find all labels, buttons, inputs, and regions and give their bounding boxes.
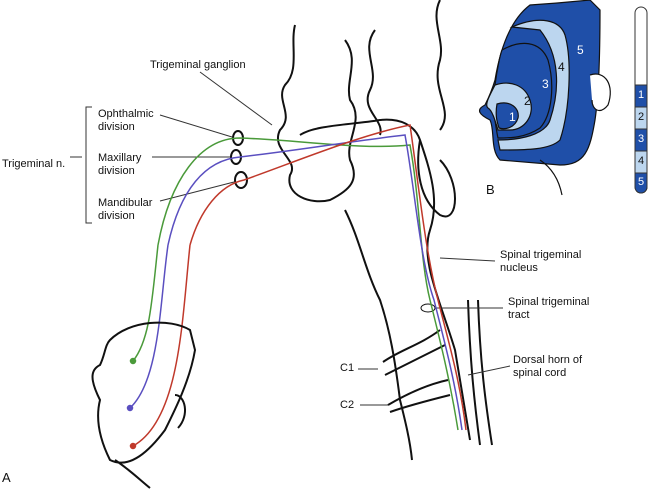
ophthalmic-pathway [129, 137, 459, 431]
label-trigeminal-ganglion: Trigeminal ganglion [150, 59, 246, 71]
label-trigeminal-nerve: Trigeminal n. [2, 158, 66, 170]
face-b-zones [478, 0, 611, 196]
scale-label-4: 4 [638, 155, 645, 167]
zone-label-5: 5 [577, 43, 584, 57]
label-c1: C1 [340, 362, 355, 374]
zone-label-1: 1 [509, 110, 516, 124]
label-dorsal-horn-line2: spinal cord [513, 367, 567, 379]
scale-label-3: 3 [638, 133, 645, 145]
label-tract-line1: Spinal trigeminal [508, 296, 590, 308]
label-ophthalmic-line2: division [98, 121, 135, 133]
panel-a-letter: A [2, 470, 11, 485]
tract-marker [420, 303, 436, 313]
label-tract-line2: tract [508, 309, 530, 321]
scale-label-2: 2 [638, 111, 645, 123]
leader-lines [70, 71, 511, 406]
zone-label-4: 4 [558, 60, 565, 74]
label-maxillary-line2: division [98, 165, 135, 177]
label-mandibular-line1: Mandibular [98, 197, 153, 209]
label-dorsal-horn-line1: Dorsal horn of [513, 354, 583, 366]
label-nucleus-line1: Spinal trigeminal [500, 249, 582, 261]
scale-label-5: 5 [638, 176, 645, 188]
zone-label-3: 3 [542, 77, 549, 91]
label-ophthalmic-line1: Ophthalmic [98, 108, 154, 120]
mandibular-pathway [129, 124, 467, 450]
brainstem-drawing [277, 0, 493, 461]
label-c2: C2 [340, 399, 355, 411]
maxillary-pathway [126, 134, 463, 431]
spinal-rootlets [382, 329, 451, 413]
head-a-drawing [91, 321, 197, 489]
zone-label-2: 2 [524, 94, 531, 108]
label-nucleus-line2: nucleus [500, 262, 538, 274]
panel-b-letter: B [486, 182, 495, 197]
scale-label-1: 1 [638, 89, 645, 101]
dermatome-scale [634, 6, 648, 194]
label-maxillary-line1: Maxillary [98, 152, 142, 164]
label-mandibular-line2: division [98, 210, 135, 222]
